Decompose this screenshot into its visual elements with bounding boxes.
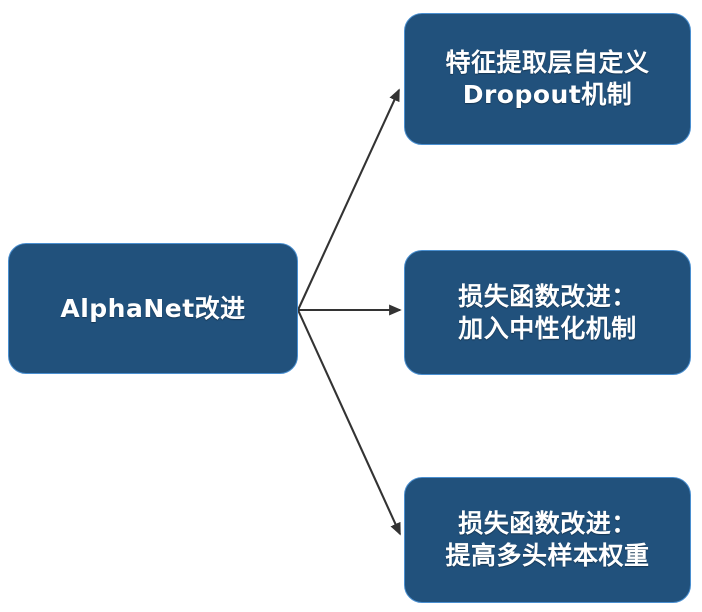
node-loss-neutralization[interactable]: 损失函数改进： 加入中性化机制 (404, 250, 691, 375)
arrow-root-to-weight (297, 309, 401, 536)
node-loss-neutralization-label: 损失函数改进： 加入中性化机制 (458, 281, 637, 343)
node-alphanet-improvement[interactable]: AlphaNet改进 (8, 243, 298, 374)
node-loss-long-sample-weight-label: 损失函数改进： 提高多头样本权重 (445, 509, 650, 570)
node-custom-dropout-label: 特征提取层自定义 Dropout机制 (445, 48, 650, 109)
arrow-root-to-dropout (297, 88, 400, 311)
node-custom-dropout[interactable]: 特征提取层自定义 Dropout机制 (404, 13, 691, 145)
node-alphanet-improvement-label: AlphaNet改进 (60, 293, 246, 323)
node-loss-long-sample-weight[interactable]: 损失函数改进： 提高多头样本权重 (404, 477, 691, 603)
